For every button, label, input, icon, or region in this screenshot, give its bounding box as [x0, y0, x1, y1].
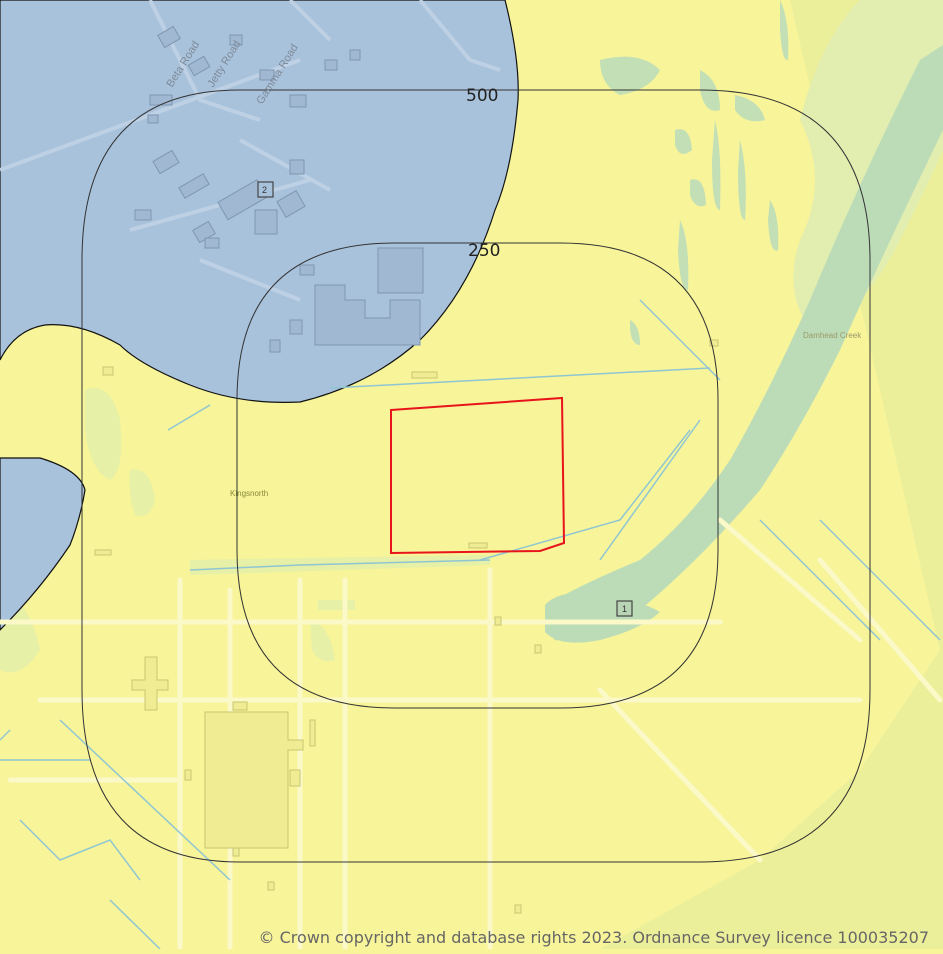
copyright-notice: © Crown copyright and database rights 20… [259, 928, 929, 947]
buffer-label-500: 500 [466, 86, 498, 106]
marker-1[interactable]: 1 [617, 601, 632, 616]
place-label-kingsnorth: Kingsnorth [230, 489, 268, 498]
marker-1-label: 1 [622, 604, 627, 614]
marker-2[interactable]: 2 [258, 182, 273, 197]
buffer-label-250: 250 [468, 241, 500, 261]
water-label-damhead-creek: Damhead Creek [803, 331, 862, 340]
marker-2-label: 2 [262, 185, 267, 195]
